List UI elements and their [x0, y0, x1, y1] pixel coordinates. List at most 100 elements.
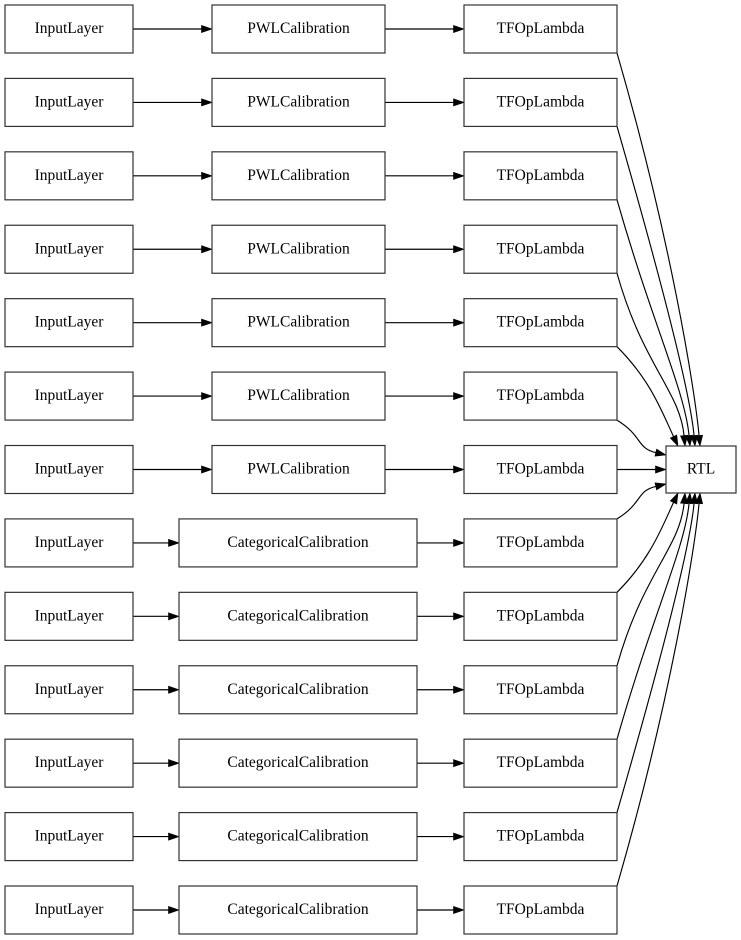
node-input-layer-2[interactable]: InputLayer [4, 77, 134, 128]
node-calibration-11[interactable]: CategoricalCalibration [178, 738, 418, 788]
node-calibration-8-label: CategoricalCalibration [227, 534, 368, 551]
node-rtl-box[interactable] [665, 445, 737, 494]
node-tfoplambda-10-box[interactable] [463, 665, 618, 715]
node-calibration-13-box[interactable] [178, 885, 418, 935]
node-tfoplambda-3[interactable]: TFOpLambda [463, 151, 618, 201]
node-input-layer-3[interactable]: InputLayer [4, 151, 134, 201]
node-input-layer-1-label: InputLayer [35, 20, 105, 37]
node-tfoplambda-1[interactable]: TFOpLambda [463, 4, 618, 54]
node-calibration-6-box[interactable] [211, 371, 386, 421]
node-tfoplambda-5-box[interactable] [463, 298, 618, 348]
node-rtl[interactable]: RTL [665, 445, 737, 494]
node-input-layer-8-box[interactable] [4, 518, 134, 568]
edge-lambda-to-rtl-6 [616, 419, 657, 454]
node-tfoplambda-2-box[interactable] [463, 77, 618, 128]
node-input-layer-5[interactable]: InputLayer [4, 298, 134, 348]
node-input-layer-2-box[interactable] [4, 77, 134, 128]
node-tfoplambda-9[interactable]: TFOpLambda [463, 591, 618, 641]
node-input-layer-11-box[interactable] [4, 738, 134, 788]
node-calibration-1-box[interactable] [211, 4, 386, 54]
node-calibration-13[interactable]: CategoricalCalibration [178, 885, 418, 935]
node-calibration-8-box[interactable] [178, 518, 418, 568]
node-calibration-5[interactable]: PWLCalibration [211, 298, 386, 348]
edge-calibration-to-lambda-4-head [453, 245, 465, 254]
node-calibration-10-box[interactable] [178, 665, 418, 715]
node-tfoplambda-6[interactable]: TFOpLambda [463, 371, 618, 421]
node-calibration-5-box[interactable] [211, 298, 386, 348]
node-tfoplambda-13[interactable]: TFOpLambda [463, 885, 618, 935]
node-calibration-12[interactable]: CategoricalCalibration [178, 811, 418, 862]
node-calibration-3-box[interactable] [211, 151, 386, 201]
node-calibration-12-box[interactable] [178, 811, 418, 862]
node-input-layer-7-box[interactable] [4, 444, 134, 495]
edge-lambda-to-rtl-13-head [695, 492, 704, 505]
edge-calibration-to-lambda-6-head [453, 392, 465, 401]
node-calibration-2-box[interactable] [211, 77, 386, 128]
node-input-layer-9-box[interactable] [4, 591, 134, 641]
node-input-layer-6[interactable]: InputLayer [4, 371, 134, 421]
node-tfoplambda-9-box[interactable] [463, 591, 618, 641]
node-calibration-1[interactable]: PWLCalibration [211, 4, 386, 54]
node-input-layer-3-box[interactable] [4, 151, 134, 201]
node-tfoplambda-8-box[interactable] [463, 518, 618, 568]
edge-calibration-to-lambda-5-head [453, 318, 465, 327]
node-input-layer-8[interactable]: InputLayer [4, 518, 134, 568]
node-input-layer-9[interactable]: InputLayer [4, 591, 134, 641]
node-tfoplambda-6-box[interactable] [463, 371, 618, 421]
node-tfoplambda-5[interactable]: TFOpLambda [463, 298, 618, 348]
node-tfoplambda-8[interactable]: TFOpLambda [463, 518, 618, 568]
node-input-layer-3-label: InputLayer [35, 167, 105, 184]
node-input-layer-12[interactable]: InputLayer [4, 811, 134, 862]
node-tfoplambda-4-box[interactable] [463, 224, 618, 274]
node-input-layer-10[interactable]: InputLayer [4, 665, 134, 715]
edge-lambda-to-rtl-5-head [669, 434, 679, 447]
node-input-layer-6-box[interactable] [4, 371, 134, 421]
node-calibration-4[interactable]: PWLCalibration [211, 224, 386, 274]
node-calibration-4-box[interactable] [211, 224, 386, 274]
node-tfoplambda-1-label: TFOpLambda [497, 20, 585, 37]
edge-lambda-to-rtl-9-head [669, 492, 679, 505]
node-input-layer-13-box[interactable] [4, 885, 134, 935]
node-input-layer-4-label: InputLayer [35, 240, 105, 257]
node-tfoplambda-2[interactable]: TFOpLambda [463, 77, 618, 128]
node-input-layer-12-box[interactable] [4, 811, 134, 862]
node-tfoplambda-7[interactable]: TFOpLambda [463, 444, 618, 495]
node-calibration-6[interactable]: PWLCalibration [211, 371, 386, 421]
node-calibration-7[interactable]: PWLCalibration [211, 444, 386, 495]
node-input-layer-7[interactable]: InputLayer [4, 444, 134, 495]
node-calibration-7-box[interactable] [211, 444, 386, 495]
node-calibration-11-box[interactable] [178, 738, 418, 788]
node-calibration-3[interactable]: PWLCalibration [211, 151, 386, 201]
node-tfoplambda-1-box[interactable] [463, 4, 618, 54]
node-input-layer-11[interactable]: InputLayer [4, 738, 134, 788]
node-calibration-9[interactable]: CategoricalCalibration [178, 591, 418, 641]
node-tfoplambda-7-label: TFOpLambda [497, 461, 585, 478]
node-calibration-7-label: PWLCalibration [247, 461, 350, 478]
node-input-layer-4-box[interactable] [4, 224, 134, 274]
node-tfoplambda-11-box[interactable] [463, 738, 618, 788]
node-input-layer-1-box[interactable] [4, 4, 134, 54]
node-calibration-9-box[interactable] [178, 591, 418, 641]
node-tfoplambda-7-box[interactable] [463, 444, 618, 495]
node-tfoplambda-10[interactable]: TFOpLambda [463, 665, 618, 715]
node-input-layer-5-box[interactable] [4, 298, 134, 348]
node-tfoplambda-13-box[interactable] [463, 885, 618, 935]
node-tfoplambda-3-box[interactable] [463, 151, 618, 201]
node-input-layer-5-label: InputLayer [35, 314, 105, 331]
node-calibration-12-label: CategoricalCalibration [227, 828, 368, 845]
node-calibration-2[interactable]: PWLCalibration [211, 77, 386, 128]
node-input-layer-1[interactable]: InputLayer [4, 4, 134, 54]
node-tfoplambda-12[interactable]: TFOpLambda [463, 811, 618, 862]
node-calibration-10[interactable]: CategoricalCalibration [178, 665, 418, 715]
node-tfoplambda-11[interactable]: TFOpLambda [463, 738, 618, 788]
node-tfoplambda-12-box[interactable] [463, 811, 618, 862]
node-input-layer-10-box[interactable] [4, 665, 134, 715]
node-input-layer-13[interactable]: InputLayer [4, 885, 134, 935]
node-calibration-5-label: PWLCalibration [247, 314, 350, 331]
node-calibration-8[interactable]: CategoricalCalibration [178, 518, 418, 568]
node-tfoplambda-4[interactable]: TFOpLambda [463, 224, 618, 274]
edge-input-to-calibration-10-head [168, 685, 180, 694]
node-input-layer-4[interactable]: InputLayer [4, 224, 134, 274]
